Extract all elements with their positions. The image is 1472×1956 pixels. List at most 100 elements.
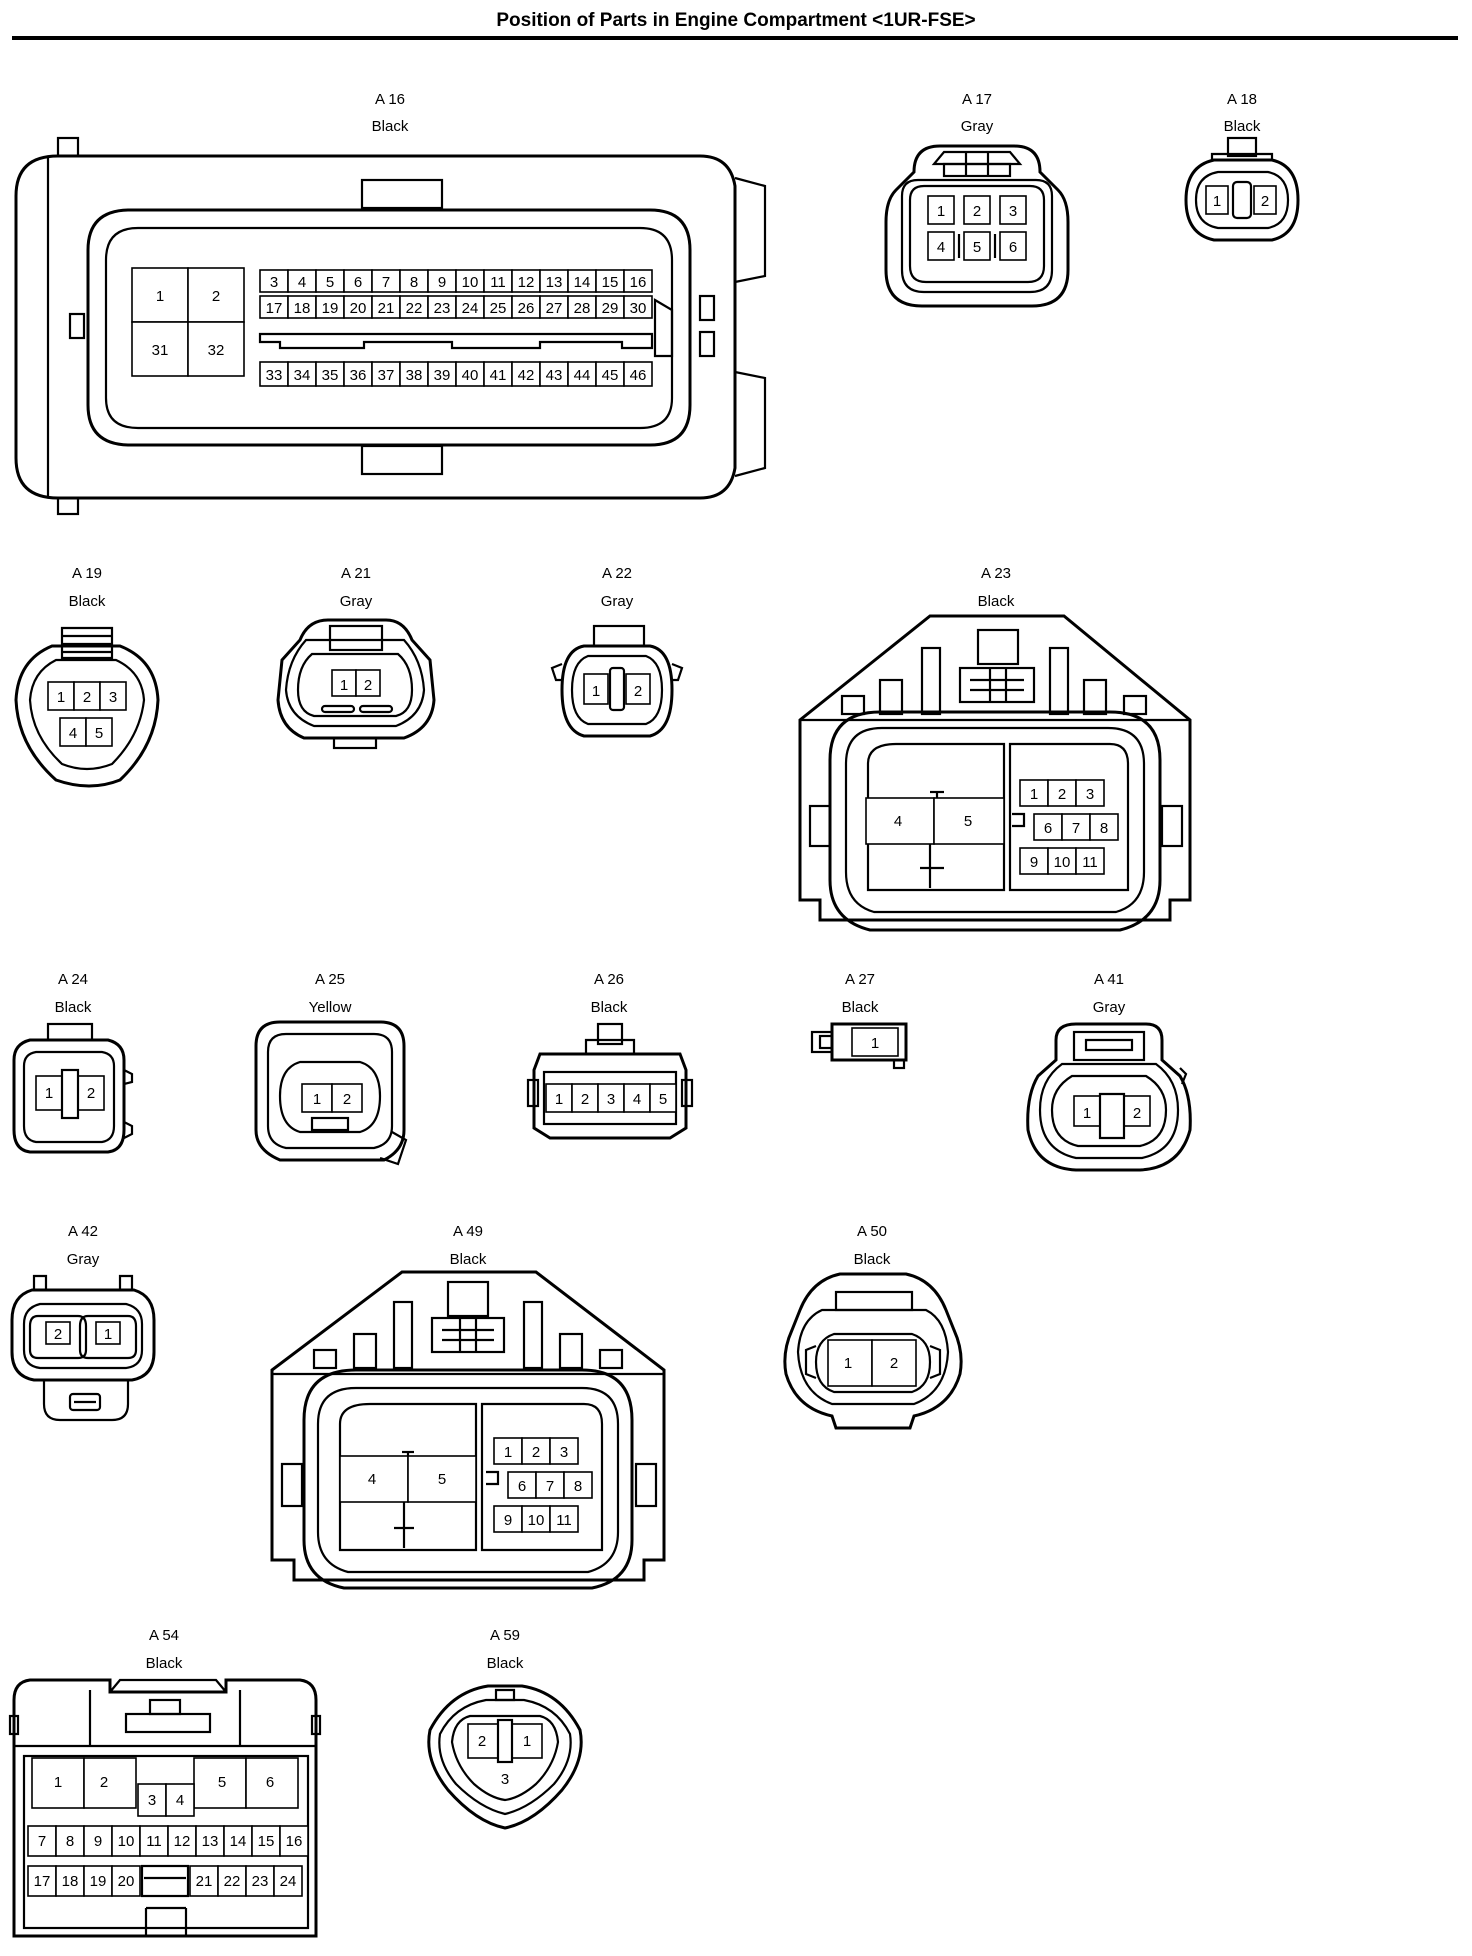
connector-a42: A 42 Gray 2 1 [10, 1223, 156, 1422]
svg-text:6: 6 [1009, 239, 1017, 256]
a16-pins: 1 2 31 32 [131, 267, 245, 377]
svg-text:2: 2 [364, 677, 372, 694]
svg-text:6: 6 [266, 1774, 274, 1791]
svg-text:1: 1 [1030, 786, 1038, 803]
svg-text:4: 4 [894, 813, 902, 830]
svg-text:24: 24 [462, 300, 479, 317]
connector-id: A 25 [315, 971, 345, 988]
svg-text:1: 1 [45, 1085, 53, 1102]
svg-text:3: 3 [501, 1771, 509, 1788]
svg-text:37: 37 [378, 367, 395, 384]
connector-a21: A 21 Gray 1 2 [276, 565, 436, 750]
connector-color: Black [978, 593, 1015, 610]
svg-text:4: 4 [633, 1091, 641, 1108]
svg-text:11: 11 [490, 274, 506, 291]
svg-text:12: 12 [518, 274, 535, 291]
svg-text:2: 2 [343, 1091, 351, 1108]
svg-text:6: 6 [1044, 820, 1052, 837]
svg-text:40: 40 [462, 367, 479, 384]
svg-text:3: 3 [270, 274, 278, 291]
svg-text:5: 5 [326, 274, 334, 291]
svg-text:2: 2 [1058, 786, 1066, 803]
svg-text:1: 1 [57, 689, 65, 706]
svg-text:8: 8 [410, 274, 418, 291]
svg-text:38: 38 [406, 367, 423, 384]
svg-text:14: 14 [230, 1833, 247, 1850]
svg-text:2: 2 [581, 1091, 589, 1108]
svg-text:5: 5 [964, 813, 972, 830]
svg-text:1: 1 [156, 288, 164, 305]
svg-text:22: 22 [406, 300, 423, 317]
connector-id: A 21 [341, 565, 371, 582]
svg-text:2: 2 [478, 1733, 486, 1750]
svg-text:8: 8 [66, 1833, 74, 1850]
svg-text:24: 24 [280, 1873, 297, 1890]
svg-text:11: 11 [1082, 854, 1098, 871]
svg-text:4: 4 [937, 239, 945, 256]
svg-text:1: 1 [340, 677, 348, 694]
connector-id: A 22 [602, 565, 632, 582]
svg-text:39: 39 [434, 367, 451, 384]
connector-color: Black [854, 1251, 891, 1268]
connector-id: A 16 [375, 91, 405, 108]
svg-text:11: 11 [146, 1833, 162, 1850]
connector-color: Gray [67, 1251, 100, 1268]
svg-text:27: 27 [546, 300, 563, 317]
connector-a25: A 25 Yellow 1 2 [254, 971, 408, 1166]
connector-id: A 23 [981, 565, 1011, 582]
svg-text:4: 4 [176, 1792, 184, 1809]
svg-text:6: 6 [518, 1478, 526, 1495]
svg-text:2: 2 [100, 1774, 108, 1791]
svg-text:15: 15 [602, 274, 619, 291]
connector-id: A 19 [72, 565, 102, 582]
svg-text:32: 32 [208, 342, 225, 359]
connector-a50: A 50 Black 1 2 [783, 1223, 963, 1430]
svg-text:1: 1 [937, 203, 945, 220]
connector-id: A 18 [1227, 91, 1257, 108]
svg-text:3: 3 [109, 689, 117, 706]
connector-id: A 50 [857, 1223, 887, 1240]
svg-text:10: 10 [1054, 854, 1071, 871]
svg-text:5: 5 [218, 1774, 226, 1791]
svg-text:2: 2 [1133, 1105, 1141, 1122]
svg-text:4: 4 [298, 274, 306, 291]
connector-color: Black [69, 593, 106, 610]
connector-a27: A 27 Black 1 [810, 971, 908, 1070]
connector-id: A 26 [594, 971, 624, 988]
svg-text:19: 19 [322, 300, 339, 317]
connector-id: A 24 [58, 971, 88, 988]
svg-text:46: 46 [630, 367, 647, 384]
connector-color: Gray [340, 593, 373, 610]
connector-id: A 41 [1094, 971, 1124, 988]
connector-color: Black [591, 999, 628, 1016]
svg-text:1: 1 [523, 1733, 531, 1750]
svg-text:31: 31 [152, 342, 169, 359]
svg-text:7: 7 [38, 1833, 46, 1850]
svg-text:8: 8 [1100, 820, 1108, 837]
connector-color: Black [1224, 118, 1261, 135]
svg-text:1: 1 [871, 1035, 879, 1052]
connector-color: Gray [961, 118, 994, 135]
svg-text:2: 2 [54, 1326, 62, 1343]
svg-text:9: 9 [1030, 854, 1038, 871]
svg-text:3: 3 [1086, 786, 1094, 803]
svg-text:3: 3 [560, 1444, 568, 1461]
svg-text:1: 1 [555, 1091, 563, 1108]
svg-text:9: 9 [438, 274, 446, 291]
svg-text:1: 1 [592, 683, 600, 700]
connector-a26: A 26 Black 1 2 3 4 5 [526, 971, 694, 1140]
svg-text:12: 12 [174, 1833, 191, 1850]
connector-id: A 54 [149, 1627, 179, 1644]
svg-text:5: 5 [438, 1471, 446, 1488]
svg-text:10: 10 [118, 1833, 135, 1850]
svg-text:9: 9 [504, 1512, 512, 1529]
connector-a16: A 16 Black 1 2 31 32 3 4 5 6 7 8 9 10 [14, 91, 767, 516]
svg-text:2: 2 [973, 203, 981, 220]
a16-pins-row2: 17 18 19 20 21 22 23 24 25 26 27 28 29 3… [259, 295, 653, 319]
svg-text:1: 1 [504, 1444, 512, 1461]
svg-text:10: 10 [462, 274, 479, 291]
svg-text:30: 30 [630, 300, 647, 317]
svg-text:2: 2 [634, 683, 642, 700]
svg-text:3: 3 [607, 1091, 615, 1108]
connector-color: Gray [1093, 999, 1126, 1016]
